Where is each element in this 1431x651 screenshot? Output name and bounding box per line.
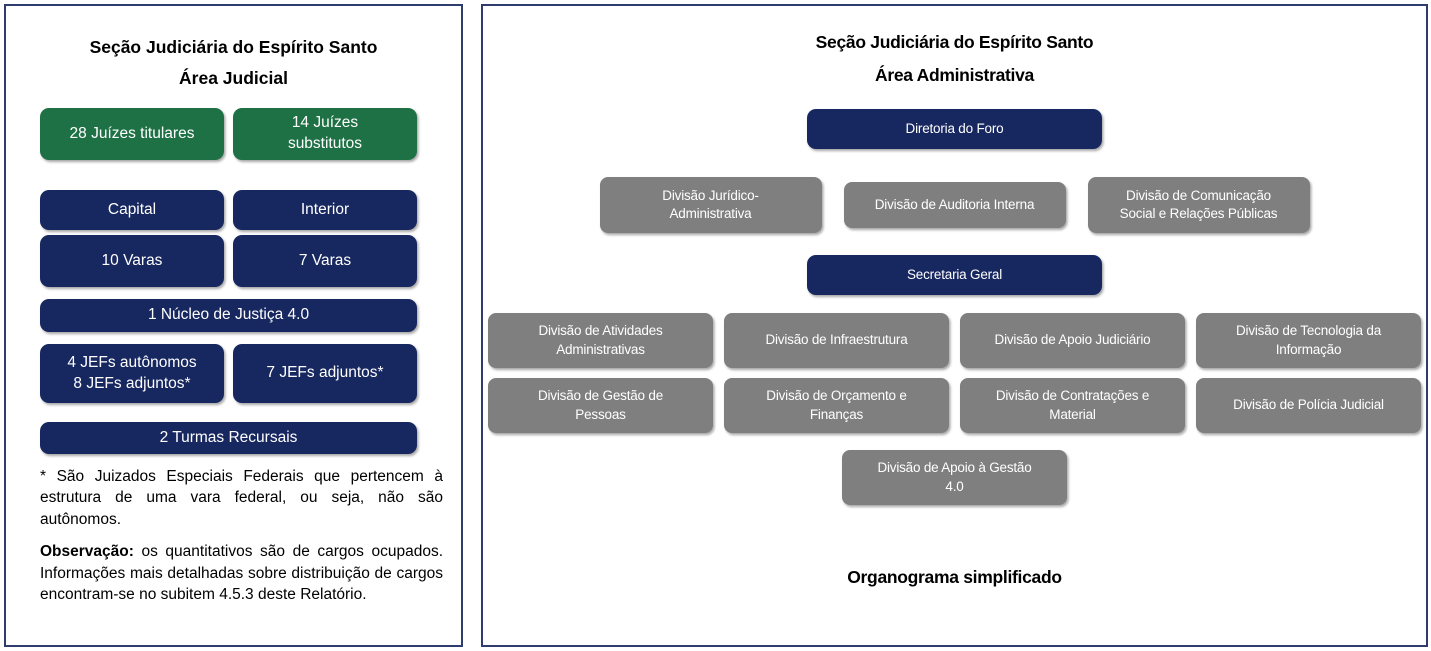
box-divisao-juridico-administrativa: Divisão Jurídico- Administrativa (599, 177, 822, 233)
box-divisao-contratacoes-material: Divisão de Contratações e Material (960, 378, 1185, 433)
box-interior: Interior (233, 190, 417, 230)
judicial-area-panel: Seção Judiciária do Espírito Santo Área … (4, 4, 463, 647)
box-jefs-capital: 4 JEFs autônomos 8 JEFs adjuntos* (40, 344, 224, 403)
box-nucleo-justica: 1 Núcleo de Justiça 4.0 (40, 299, 417, 332)
observation-paragraph: Observação: os quantitativos são de carg… (40, 541, 443, 605)
observation-text: os quantitativos são de cargos ocupados.… (40, 543, 444, 603)
box-diretoria-do-foro: Diretoria do Foro (807, 109, 1102, 149)
box-juizes-titulares: 28 Juízes titulares (40, 108, 224, 160)
administrative-area-panel: Seção Judiciária do Espírito Santo Área … (481, 4, 1428, 647)
jefs-row: 4 JEFs autônomos 8 JEFs adjuntos* 7 JEFs… (40, 344, 417, 403)
box-juizes-substitutos: 14 Juízes substitutos (233, 108, 417, 160)
box-varas-interior: 7 Varas (233, 235, 417, 287)
secretaria-row: Secretaria Geral (483, 255, 1426, 295)
box-divisao-policia-judicial: Divisão de Polícia Judicial (1196, 378, 1421, 433)
organogram-caption: Organograma simplificado (847, 567, 1062, 587)
box-secretaria-geral: Secretaria Geral (807, 255, 1102, 295)
right-title-line2: Área Administrativa (875, 65, 1034, 85)
varas-row: 10 Varas 7 Varas (40, 235, 417, 287)
box-divisao-tecnologia-informacao: Divisão de Tecnologia da Informação (1196, 313, 1421, 368)
location-row: Capital Interior (40, 190, 417, 230)
divisions-row-2: Divisão de Gestão de Pessoas Divisão de … (483, 378, 1426, 433)
left-title-line1: Seção Judiciária do Espírito Santo (89, 37, 378, 57)
box-divisao-apoio-judiciario: Divisão de Apoio Judiciário (960, 313, 1185, 368)
diretoria-row: Diretoria do Foro (483, 109, 1426, 149)
left-title-line2: Área Judicial (179, 68, 288, 88)
footnote-text: * São Juizados Especiais Federais que pe… (40, 468, 443, 528)
box-divisao-gestao-pessoas: Divisão de Gestão de Pessoas (488, 378, 713, 433)
box-divisao-orcamento-financas: Divisão de Orçamento e Finanças (724, 378, 949, 433)
box-turmas-recursais: 2 Turmas Recursais (40, 422, 417, 454)
apoio-gestao-row: Divisão de Apoio à Gestão 4.0 (483, 450, 1426, 505)
box-jefs-interior: 7 JEFs adjuntos* (233, 344, 417, 403)
judges-row: 28 Juízes titulares 14 Juízes substituto… (40, 108, 417, 160)
asterisk-footnote: * São Juizados Especiais Federais que pe… (40, 466, 443, 530)
staff-divisions-row: Divisão Jurídico- Administrativa Divisão… (483, 177, 1426, 233)
right-title-line1: Seção Judiciária do Espírito Santo (815, 32, 1094, 52)
box-divisao-apoio-gestao-40: Divisão de Apoio à Gestão 4.0 (842, 450, 1067, 505)
box-varas-capital: 10 Varas (40, 235, 224, 287)
box-divisao-comunicacao-social: Divisão de Comunicação Social e Relações… (1087, 177, 1310, 233)
divisions-row-1: Divisão de Atividades Administrativas Di… (483, 313, 1426, 368)
box-divisao-infraestrutura: Divisão de Infraestrutura (724, 313, 949, 368)
box-divisao-auditoria-interna: Divisão de Auditoria Interna (843, 182, 1066, 228)
footnotes-area: * São Juizados Especiais Federais que pe… (6, 466, 461, 605)
judicial-boxes-area: 28 Juízes titulares 14 Juízes substituto… (6, 108, 461, 454)
left-panel-title: Seção Judiciária do Espírito Santo Área … (6, 32, 461, 94)
observation-label: Observação: (40, 543, 134, 561)
right-panel-title: Seção Judiciária do Espírito Santo Área … (483, 26, 1426, 92)
box-capital: Capital (40, 190, 224, 230)
box-divisao-atividades-administrativas: Divisão de Atividades Administrativas (488, 313, 713, 368)
